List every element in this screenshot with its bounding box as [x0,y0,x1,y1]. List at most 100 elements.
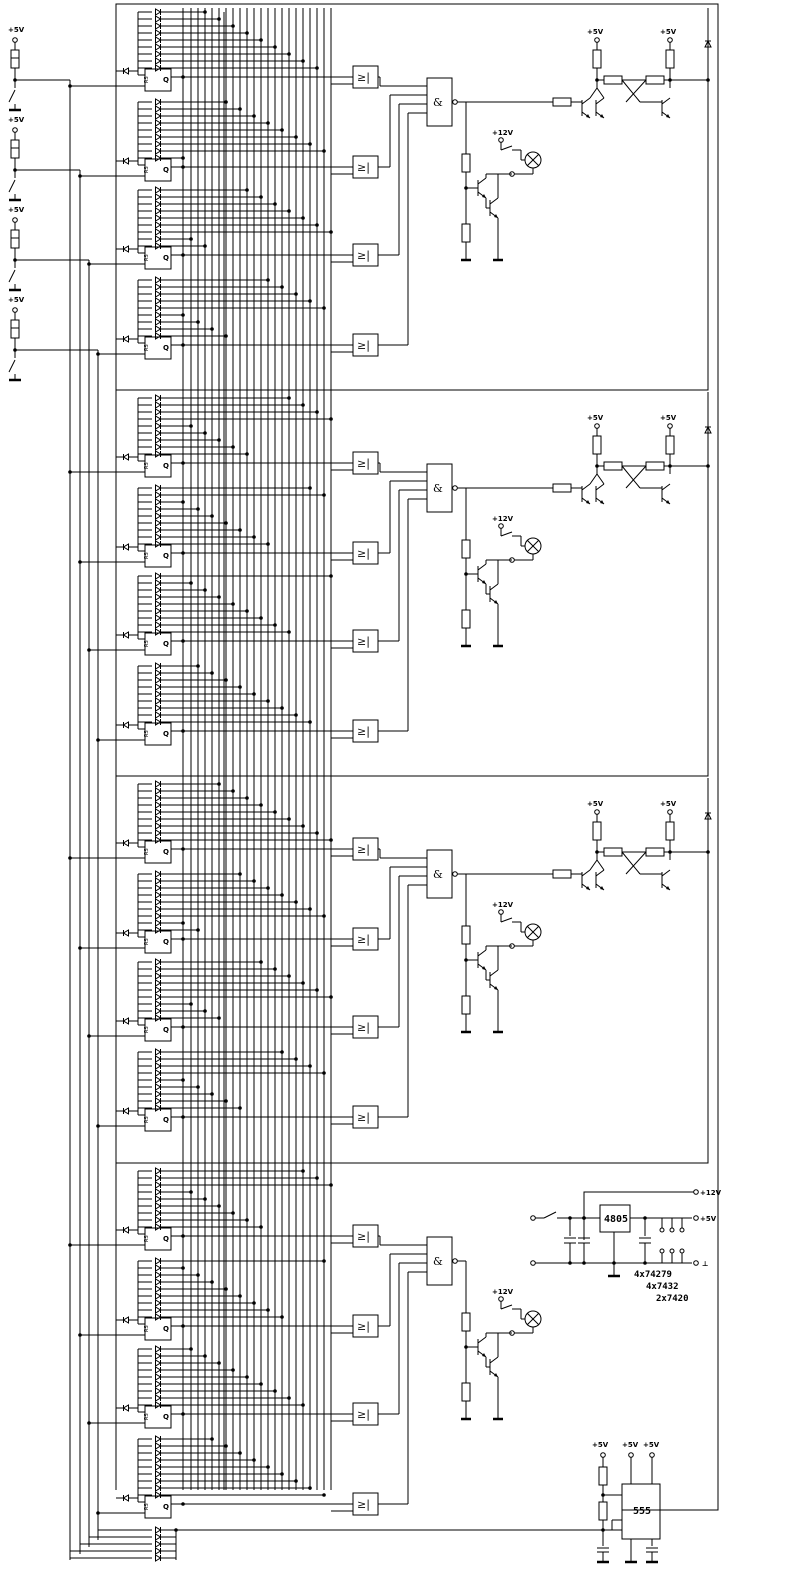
diode-10-9 [155,926,162,934]
comparator-symbol-12: ≥| [357,1111,370,1125]
diode-2-2 [155,105,162,113]
diode-9-2 [155,787,162,795]
flip-flop-11 [144,1018,172,1042]
input-switch-4[interactable]: +5V [8,296,98,382]
diode-15-5 [155,1373,162,1381]
diode-7-9 [155,628,162,636]
input-switch-1[interactable]: +5V [8,26,70,112]
ff-q-label-13: Q [163,1235,169,1243]
diode-15-4 [155,1366,162,1374]
diode-10-7 [155,912,162,920]
diode-1-5 [155,36,162,44]
latch-input-resistor-2 [552,483,572,493]
diode-16-8 [155,1484,162,1492]
diode-16-1 [155,1435,162,1443]
ff-q-label-9: Q [163,848,169,856]
comparator-symbol-10: ≥| [357,933,370,947]
bottom-diode-4 [155,1547,162,1555]
diode-14-6 [155,1292,162,1300]
diode-10-8 [155,919,162,927]
latch-collector-r-a-3 [592,821,602,841]
latch-transistor-b-1 [595,97,605,119]
power-supply: +12V 4805 +5V ⊥ [530,1189,722,1304]
timer-555-chip [621,1483,661,1540]
and-gate-symbol-3: & [433,868,443,881]
diode-6-1 [155,484,162,492]
terminal-gnd [693,1260,699,1266]
ff-rs-label-3: RS [144,254,150,261]
diode-3-8 [155,235,162,243]
ic-count-74279: 4x74279 [634,1270,672,1280]
diode-11-9 [155,1014,162,1022]
input-switch-2[interactable]: +5V [8,116,80,202]
switch-label-5v-2: +5V [8,116,25,124]
psu-label-12v: +12V [700,1189,722,1197]
switch-label-5v-4: +5V [8,296,25,304]
diode-9-4 [155,801,162,809]
psu-power-switch[interactable] [543,1211,557,1219]
diode-8-4 [155,683,162,691]
group-1: &+12V+5V+5V [378,28,712,346]
diode-11-1 [155,958,162,966]
flip-flop-14 [144,1317,172,1341]
switch-label-5v-3: +5V [8,206,25,214]
reset-diode-11 [122,1017,129,1025]
diode-1-9 [155,64,162,72]
diode-4-9 [155,332,162,340]
diode-13-7 [155,1209,162,1217]
diode-15-6 [155,1380,162,1388]
ff-q-label-3: Q [163,254,169,262]
diode-16-9 [155,1491,162,1499]
diode-6-5 [155,512,162,520]
group-4: &+12V [378,1235,542,1505]
diode-14-1 [155,1257,162,1265]
ff-q-label-2: Q [163,166,169,174]
driver-resistor-1 [461,223,471,243]
flip-flop-13 [144,1227,172,1251]
and-output-resistor-1 [461,153,471,173]
diode-8-6 [155,697,162,705]
diode-11-4 [155,979,162,987]
switch-pullup-1 [10,49,20,59]
latch-transistor-b-3 [595,869,605,891]
ff-rs-label-11: RS [144,1026,150,1033]
flip-flop-4 [144,336,172,360]
latch-transistor-a-3 [581,869,591,891]
ff-q-label-7: Q [163,640,169,648]
lamp-driver-q2-4 [489,1356,499,1378]
diode-1-1 [155,8,162,16]
lamp-driver-q1-4 [477,1336,487,1358]
lamp-contact-2 [500,531,513,537]
diode-8-3 [155,676,162,684]
comparator-symbol-16: ≥| [357,1498,370,1512]
latch-label-5v-b-3: +5V [660,800,677,808]
and-output-resistor-3 [461,925,471,945]
diode-4-1 [155,276,162,284]
latch-cross-r-a-2 [603,461,623,471]
diode-11-7 [155,1000,162,1008]
diode-8-8 [155,711,162,719]
switch-pullup-3 [10,229,20,239]
diode-3-5 [155,214,162,222]
diode-9-9 [155,836,162,844]
diode-9-7 [155,822,162,830]
diode-14-8 [155,1306,162,1314]
reset-diode-9 [122,839,129,847]
lamp-driver-q2-2 [489,583,499,605]
input-switch-3[interactable]: +5V [8,206,89,292]
psu-label-5v: +5V [700,1215,717,1223]
lamp-label-12v-2: +12V [492,515,514,523]
diode-9-1 [155,780,162,788]
comparator-symbol-15: ≥| [357,1408,370,1422]
diode-7-8 [155,621,162,629]
ff-rs-label-9: RS [144,848,150,855]
ff-rs-label-10: RS [144,938,150,945]
ff-rs-label-4: RS [144,344,150,351]
and-gate-3 [426,849,453,899]
ff-q-label-4: Q [163,344,169,352]
